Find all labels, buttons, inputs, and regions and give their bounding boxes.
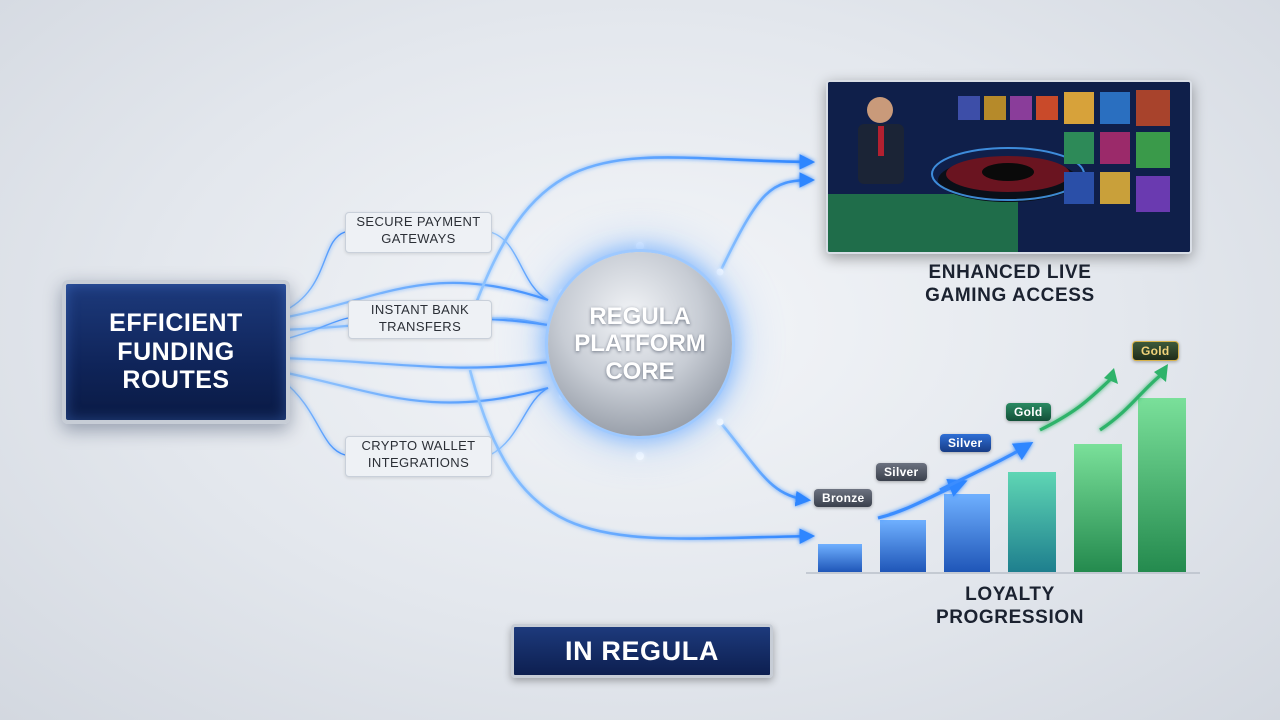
secure-payment-gateways-pill: SECURE PAYMENT GATEWAYS — [345, 212, 492, 253]
regula-platform-core: REGULA PLATFORM CORE — [548, 252, 732, 436]
tier-badge-silver-1: Silver — [876, 463, 927, 481]
live-casino-illustration — [828, 82, 1190, 252]
efficient-funding-routes-box: EFFICIENT FUNDING ROUTES — [62, 280, 290, 424]
crypto-wallet-integrations-pill: CRYPTO WALLET INTEGRATIONS — [345, 436, 492, 477]
efficient-funding-routes-label: EFFICIENT FUNDING ROUTES — [109, 308, 243, 395]
tier-badge-silver-2: Silver — [940, 434, 991, 452]
instant-bank-transfers-pill: INSTANT BANK TRANSFERS — [348, 300, 492, 339]
tier-badge-gold-2: Gold — [1132, 341, 1179, 361]
tier-badge-bronze: Bronze — [814, 489, 873, 507]
in-regula-banner: IN REGULA — [511, 624, 773, 678]
tier-badge-gold-1: Gold — [1006, 403, 1051, 421]
regula-platform-core-label: REGULA PLATFORM CORE — [574, 302, 706, 385]
enhanced-live-gaming-access-label: ENHANCED LIVE GAMING ACCESS — [925, 262, 1095, 306]
in-regula-label: IN REGULA — [565, 635, 719, 666]
loyalty-bars — [806, 398, 1200, 574]
loyalty-progression-label: LOYALTY PROGRESSION — [935, 584, 1085, 628]
live-casino-image — [826, 80, 1192, 254]
